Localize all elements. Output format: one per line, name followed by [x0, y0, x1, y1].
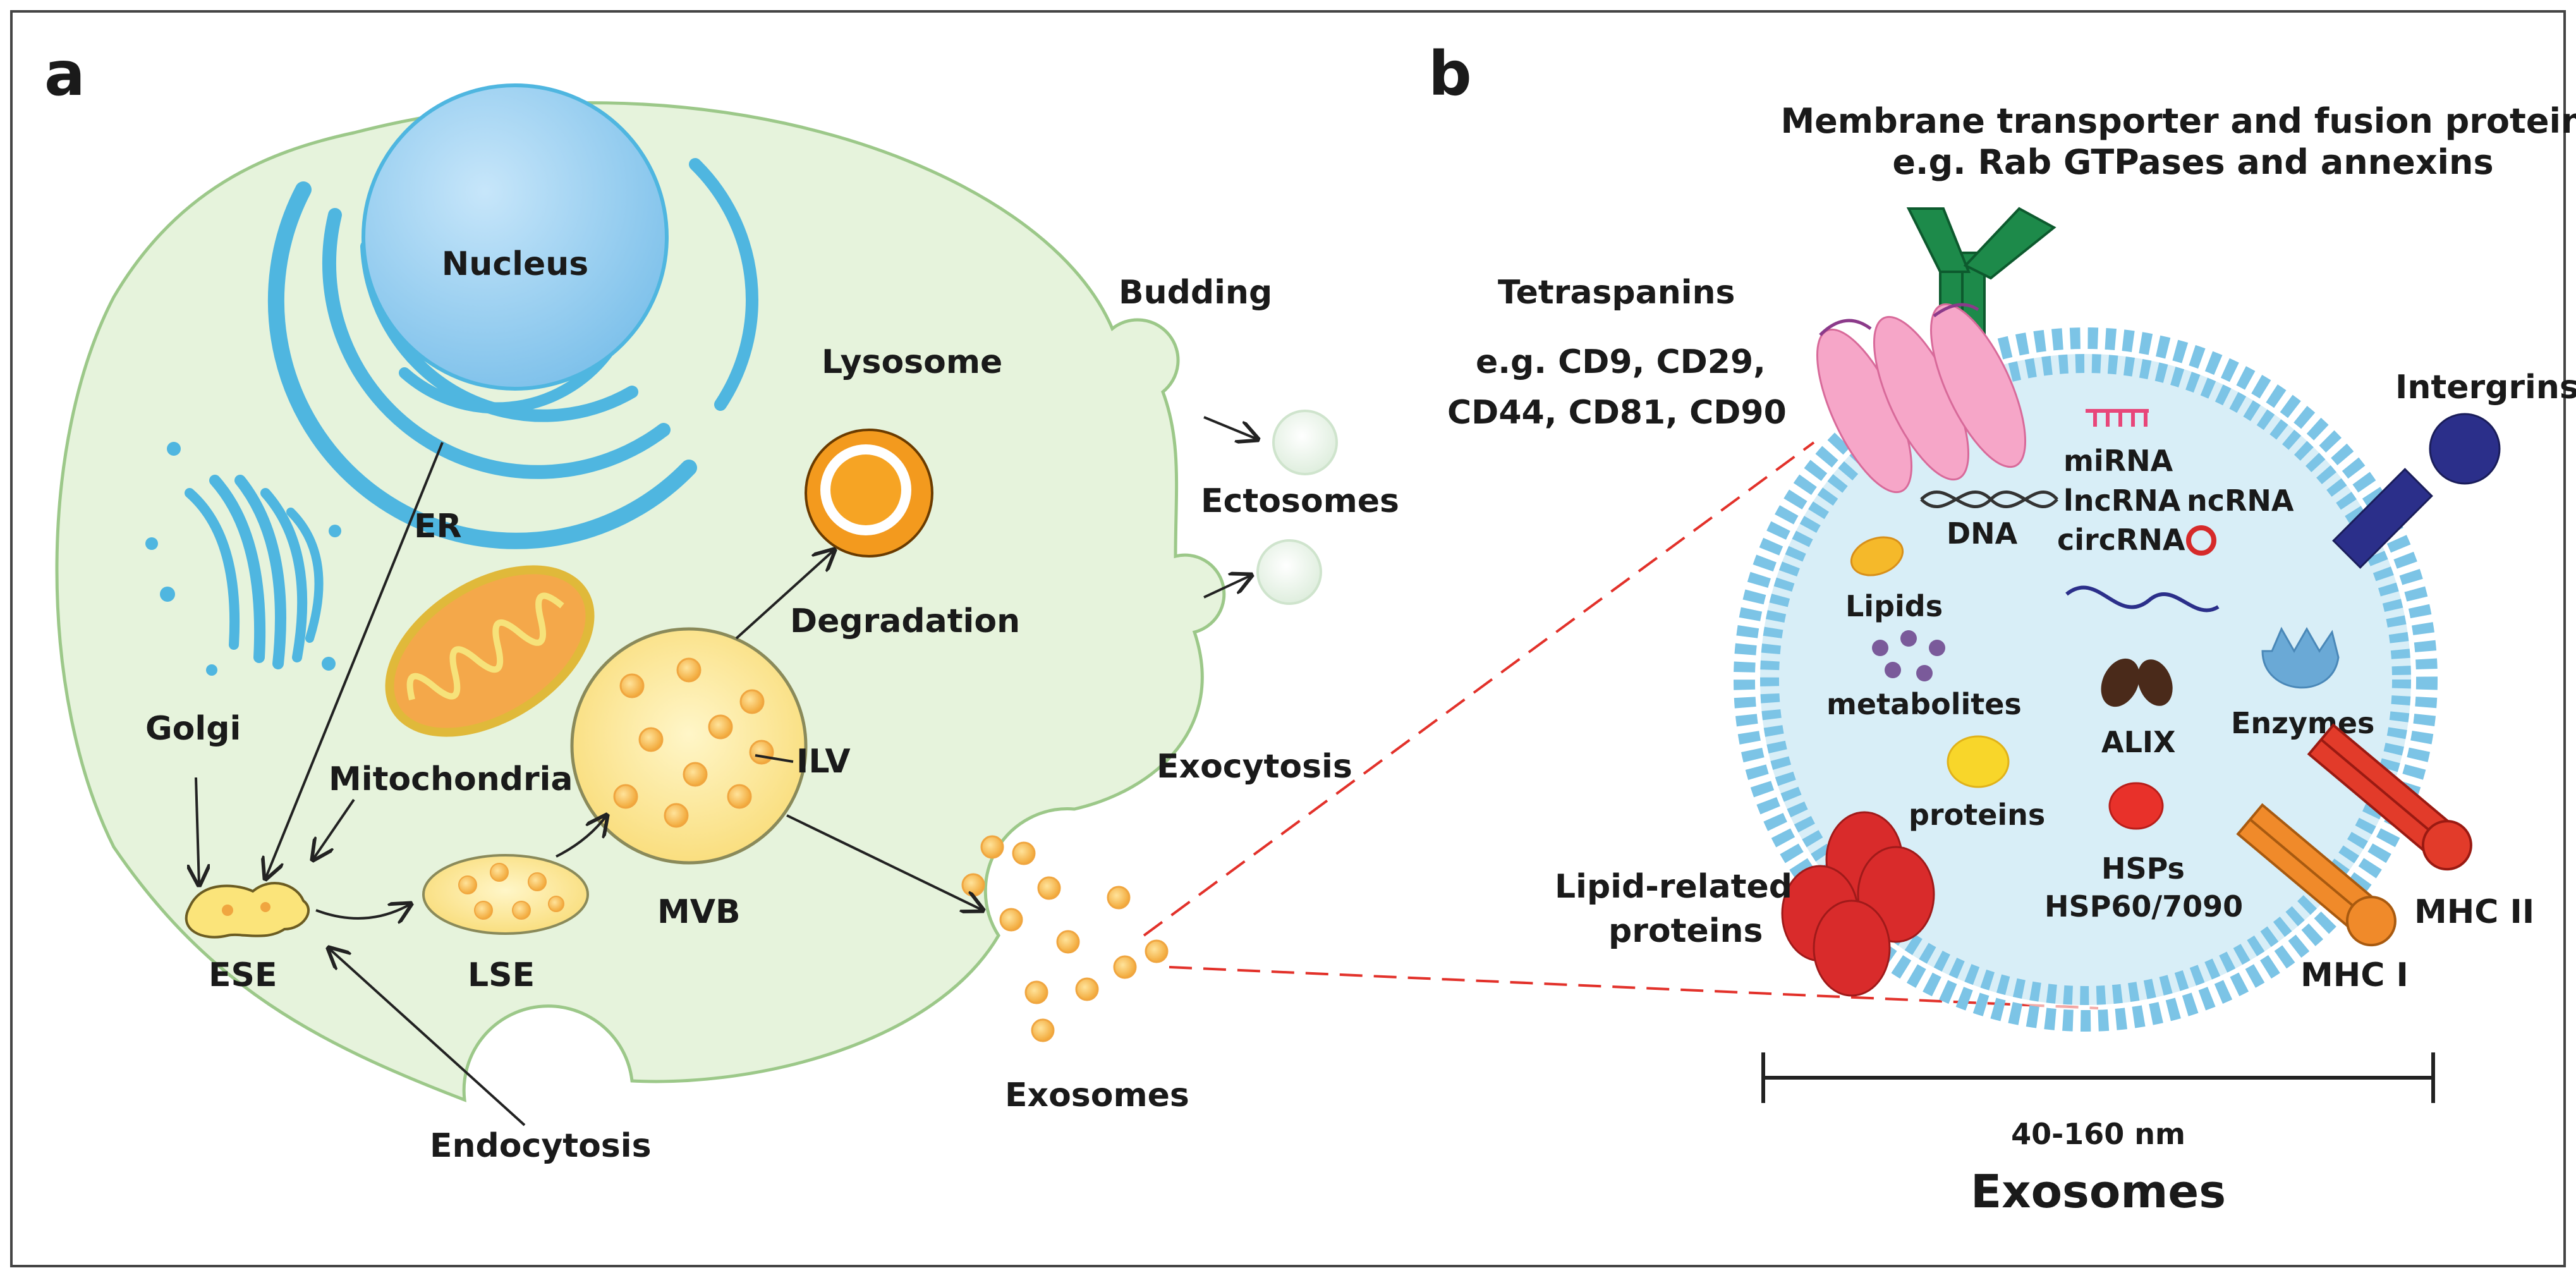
mirna-label: miRNA: [2063, 444, 2173, 478]
tetraspanins-example-line1: e.g. CD9, CD29,: [1476, 343, 1766, 381]
zoom-line-top: [1143, 441, 1815, 937]
released-exosomes: [961, 835, 1169, 1042]
lse: [422, 854, 589, 935]
exocytosis-label: Exocytosis: [1157, 748, 1352, 786]
metabolites-icon: [1872, 630, 1945, 681]
zoom-line-bottom: [1169, 966, 2099, 1009]
metabolites-label: metabolites: [1826, 687, 2022, 721]
golgi: [145, 442, 341, 676]
arrow-ese-lse: [315, 904, 411, 918]
alix-label: ALIX: [2101, 725, 2176, 759]
er-membrane-4: [399, 348, 612, 414]
intergrins-label: Intergrins: [2395, 369, 2576, 406]
rna-strand-icon: [2065, 585, 2220, 613]
er-membrane-outer: [267, 181, 697, 549]
circrna-label: circRNA: [2057, 523, 2185, 557]
lysosome: [805, 429, 933, 558]
membrane-proteins-line2: e.g. Rab GTPases and annexins: [1892, 142, 2493, 182]
er-membrane-5: [689, 158, 758, 411]
pathway-arrows: [196, 416, 1258, 1126]
mitochondria-label: Mitochondria: [329, 760, 573, 798]
panel-a-letter: a: [44, 39, 85, 109]
lipids-icon: [1850, 536, 1904, 576]
scale-label: 40-160 nm: [2011, 1117, 2185, 1151]
ectosome-1: [1272, 410, 1338, 475]
scale-bar: [1761, 1052, 2435, 1103]
nucleus-label: Nucleus: [442, 245, 588, 283]
golgi-label: Golgi: [145, 710, 241, 748]
ectosomes-label: Ectosomes: [1201, 482, 1399, 520]
mirna-icon: [2086, 409, 2149, 427]
panel-a: a Nucleus ER Golgi: [44, 39, 1399, 1165]
ncrna-label: ncRNA: [2187, 484, 2294, 518]
hsps-icon: [2108, 782, 2164, 830]
exosome-lipid-bilayer-outer: [1734, 327, 2438, 1032]
arrow-mvb-lysosome: [735, 550, 834, 640]
alix-icon: [2101, 658, 2173, 707]
budding-label: Budding: [1119, 274, 1272, 312]
nucleus-er: Nucleus ER: [267, 83, 758, 549]
hsps-label-line1: HSPs: [2101, 851, 2185, 886]
arrow-budding-ectosome-2: [1203, 575, 1251, 599]
exosomes-label: Exosomes: [1005, 1076, 1189, 1114]
mvb-label: MVB: [657, 893, 741, 931]
proteins-icon: [1947, 735, 2010, 788]
arrow-mvb-exosomes: [786, 814, 983, 910]
integrin-protein: [2332, 413, 2501, 569]
ese-label: ESE: [209, 956, 277, 994]
ese: [185, 882, 310, 939]
panel-b: b Membrane transporter and fusion protei…: [1428, 39, 2576, 1218]
dna-icon: [1920, 490, 2058, 509]
mhc2-protein: [2307, 723, 2472, 871]
exosomes-title: Exosomes: [1971, 1165, 2226, 1218]
endocytosis-label: Endocytosis: [430, 1127, 652, 1165]
arrow-golgi-ese: [196, 777, 199, 885]
enzymes-label: Enzymes: [2231, 706, 2374, 740]
circrna-icon: [2186, 525, 2216, 556]
arrow-er-ese: [265, 442, 444, 879]
mhc1-label: MHC I: [2300, 956, 2409, 994]
arrow-endocytosis-ese: [329, 948, 526, 1126]
arrow-mito-ese: [313, 798, 355, 860]
ilv-label: ILV: [796, 743, 851, 781]
lncrna-label: lncRNA: [2063, 484, 2181, 518]
proteins-label: proteins: [1909, 798, 2045, 832]
mitochondria: [385, 565, 595, 737]
hsps-label-line2: HSP60/7090: [2044, 889, 2243, 923]
lipid-related-label-line2: proteins: [1608, 912, 1763, 950]
mhc2-label: MHC II: [2414, 893, 2534, 931]
er-label: ER: [414, 508, 462, 546]
lysosome-label: Lysosome: [822, 343, 1002, 381]
tetraspanins-example-line2: CD44, CD81, CD90: [1447, 394, 1787, 432]
lipid-related-protein: [1781, 811, 1935, 997]
degradation-label: Degradation: [790, 602, 1020, 640]
lse-label: LSE: [468, 956, 535, 994]
mvb: [570, 627, 808, 865]
tetraspanins-label: Tetraspanins: [1498, 274, 1735, 312]
er-membrane-2: [322, 208, 671, 479]
lipids-label: Lipids: [1845, 589, 1943, 623]
nucleus: [361, 83, 669, 391]
tetraspanin-protein: [1816, 303, 2027, 494]
membrane-proteins-line1: Membrane transporter and fusion proteins: [1780, 101, 2576, 141]
lipid-related-label-line1: Lipid-related: [1555, 868, 1792, 906]
ectosome-2: [1256, 539, 1322, 605]
dna-label: DNA: [1947, 516, 2018, 551]
mhc1-protein: [2236, 803, 2397, 947]
ilv-pointer: [755, 754, 794, 763]
panel-b-letter: b: [1428, 39, 1472, 109]
arrow-budding-ectosome-1: [1203, 416, 1258, 439]
ilv-group: [613, 657, 774, 828]
exosome-lipid-bilayer-inner: [1760, 354, 2411, 1005]
enzymes-icon: [2261, 626, 2340, 689]
arrow-lse-mvb: [556, 815, 607, 858]
